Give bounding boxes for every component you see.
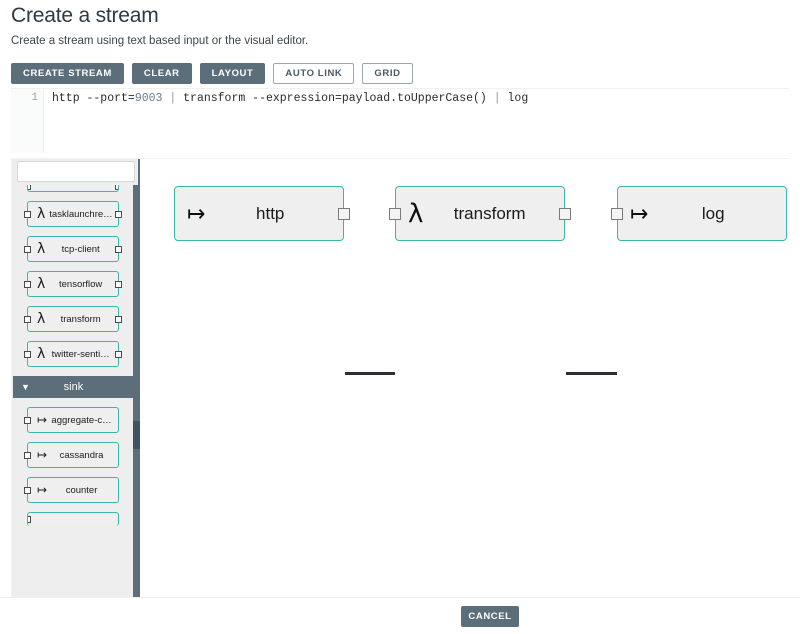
palette-item-label: aggregate-c… [51,414,112,426]
palette-item-clipped-bottom[interactable] [27,512,119,526]
port-in-icon[interactable] [24,350,31,358]
sink-arrow-icon: ↦ [37,413,48,427]
node-log[interactable]: ↦ log [611,186,787,241]
palette-item-label: tcp-client [61,243,100,255]
link-http-transform[interactable] [345,372,395,375]
lambda-icon: λ [37,241,46,257]
palette-item-transform[interactable]: λ transform [24,306,122,332]
editor-main-area: λ tasklaunchre… λ tcp-client λ tensorflo… [11,158,790,597]
palette-group-label: sink [63,381,84,393]
node-port-in-icon[interactable] [389,207,401,220]
clear-button[interactable]: CLEAR [131,63,192,84]
footer-bar: CANCEL [0,597,800,634]
node-transform[interactable]: λ transform [389,186,571,241]
palette-item-counter[interactable]: ↦ counter [24,477,119,503]
sink-arrow-icon: ↦ [37,448,48,462]
palette-item-label: counter [65,484,98,496]
lambda-icon: λ [37,346,46,362]
page-title: Create a stream [11,4,159,27]
code-segment-log: log [500,92,529,105]
palette-item-twitter-sentiment[interactable]: λ twitter-senti… [24,341,122,367]
cancel-button[interactable]: CANCEL [461,606,519,627]
editor-gutter: 1 [11,89,44,153]
palette-item-label: transform [60,313,101,325]
editor-line-number: 1 [31,92,38,104]
chevron-down-icon: ▼ [21,381,30,392]
palette-item-tensorflow[interactable]: λ tensorflow [24,271,122,297]
editor-code-line[interactable]: http --port=9003 | transform --expressio… [52,92,528,105]
node-label: http [256,203,285,223]
node-label: log [701,203,725,223]
palette-item-tcp-client[interactable]: λ tcp-client [24,236,122,262]
node-label: transform [453,203,526,223]
port-out-icon[interactable] [115,210,122,218]
port-in-icon[interactable] [24,451,31,459]
port-in-icon[interactable] [24,315,31,323]
palette-item-tasklaunchrequest[interactable]: λ tasklaunchre… [24,201,122,227]
code-pipe-1: | [169,92,177,105]
lambda-icon: λ [37,206,46,222]
port-out-icon[interactable] [115,315,122,323]
palette-item-label: tasklaunchre… [49,208,113,220]
port-in-icon[interactable] [24,210,31,218]
create-stream-button[interactable]: CREATE STREAM [11,63,124,84]
palette-search-wrapper [14,159,138,185]
toolbar: CREATE STREAM CLEAR LAYOUT AUTO LINK GRI… [11,63,413,84]
app-palette: λ tasklaunchre… λ tcp-client λ tensorflo… [12,159,140,597]
palette-group-sink[interactable]: ▼ sink [13,376,133,398]
port-out-icon[interactable] [115,245,122,253]
source-arrow-icon: ↦ [187,200,206,226]
code-port-number: 9003 [134,92,163,105]
node-http[interactable]: ↦ http [174,186,350,241]
port-out-icon[interactable] [115,280,122,288]
code-pipe-2: | [493,92,501,105]
link-transform-log[interactable] [566,372,617,375]
palette-item-label: tensorflow [58,278,103,290]
lambda-icon: λ [408,198,424,229]
palette-item-aggregate-counter[interactable]: ↦ aggregate-c… [24,407,119,433]
sink-arrow-icon: ↦ [37,483,48,497]
page-subtitle: Create a stream using text based input o… [11,35,309,47]
palette-item-cassandra[interactable]: ↦ cassandra [24,442,119,468]
lambda-icon: λ [37,276,46,292]
auto-link-button[interactable]: AUTO LINK [273,63,355,84]
port-in-icon[interactable] [28,516,31,523]
code-segment-transform: transform --expression=payload.toUpperCa… [176,92,494,105]
port-in-icon[interactable] [24,245,31,253]
palette-item-label: cassandra [59,449,104,461]
palette-scrollbar[interactable] [133,159,140,597]
node-port-out-icon[interactable] [559,207,571,220]
code-segment-http: http --port= [52,92,135,105]
flow-canvas[interactable]: ↦ http λ transform ↦ log [140,159,790,597]
port-in-icon[interactable] [24,416,31,424]
port-in-icon[interactable] [24,280,31,288]
sink-arrow-icon: ↦ [630,200,649,226]
node-port-out-icon[interactable] [338,207,350,220]
layout-button[interactable]: LAYOUT [199,63,266,84]
palette-scrollbar-thumb[interactable] [133,421,140,449]
grid-button[interactable]: GRID [362,63,413,84]
palette-item-list: λ tasklaunchre… λ tcp-client λ tensorflo… [12,181,134,597]
node-port-in-icon[interactable] [611,207,623,220]
stream-definition-editor[interactable]: 1 http --port=9003 | transform --express… [11,88,789,153]
palette-item-label: twitter-senti… [51,348,110,360]
port-in-icon[interactable] [24,486,31,494]
port-out-icon[interactable] [115,350,122,358]
lambda-icon: λ [37,311,46,327]
palette-search-input[interactable] [17,161,135,182]
